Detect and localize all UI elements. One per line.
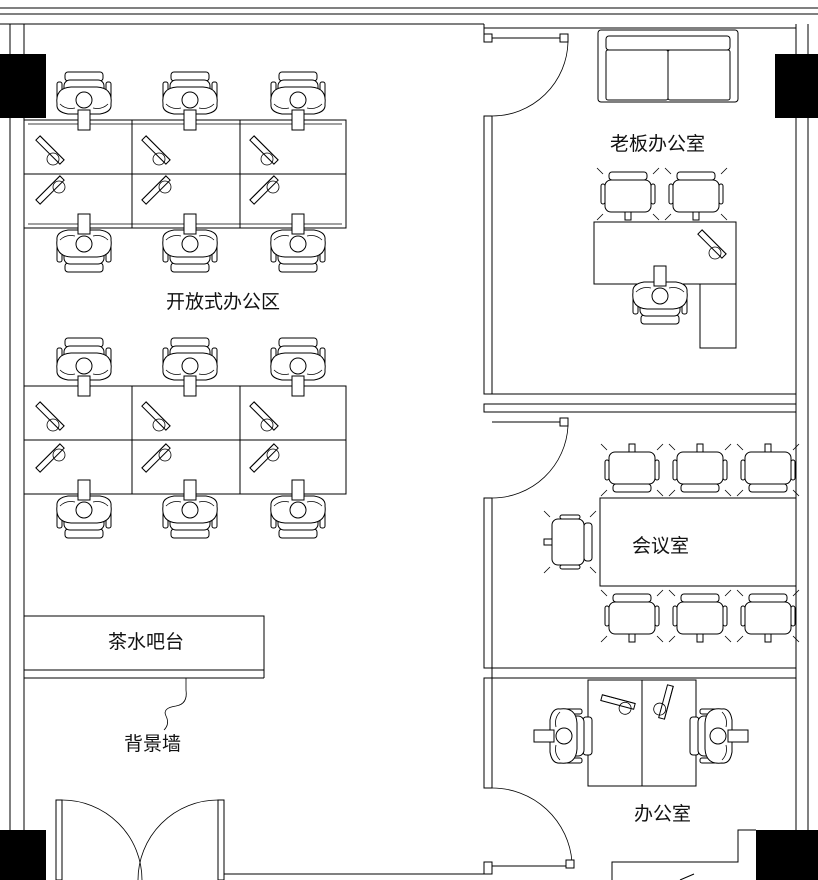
label-office: 办公室 (634, 803, 691, 825)
tea-bar (23, 615, 265, 679)
column (0, 830, 46, 880)
label-meeting-room: 会议室 (632, 535, 689, 557)
label-feature-wall: 背景墙 (124, 733, 181, 755)
door-swing-icon (491, 33, 569, 117)
door-swing-icon (491, 787, 575, 869)
feature-wall-leader (163, 678, 187, 731)
guest-chairs (596, 167, 728, 221)
column (0, 54, 46, 118)
boss-desk (593, 221, 737, 349)
meeting-table (599, 497, 797, 587)
office-desks (533, 679, 749, 787)
label-boss-office: 老板办公室 (610, 133, 705, 155)
workstation-cluster-upper (23, 71, 347, 273)
label-open-office: 开放式办公区 (166, 291, 280, 313)
column (775, 54, 818, 118)
entrance-door (55, 799, 225, 880)
door-swing-icon (491, 417, 569, 499)
column (756, 830, 818, 880)
partition-walls (483, 24, 797, 875)
workstation-cluster-lower (23, 337, 347, 539)
label-tea-bar: 茶水吧台 (108, 631, 184, 653)
sofa-icon (597, 29, 739, 103)
